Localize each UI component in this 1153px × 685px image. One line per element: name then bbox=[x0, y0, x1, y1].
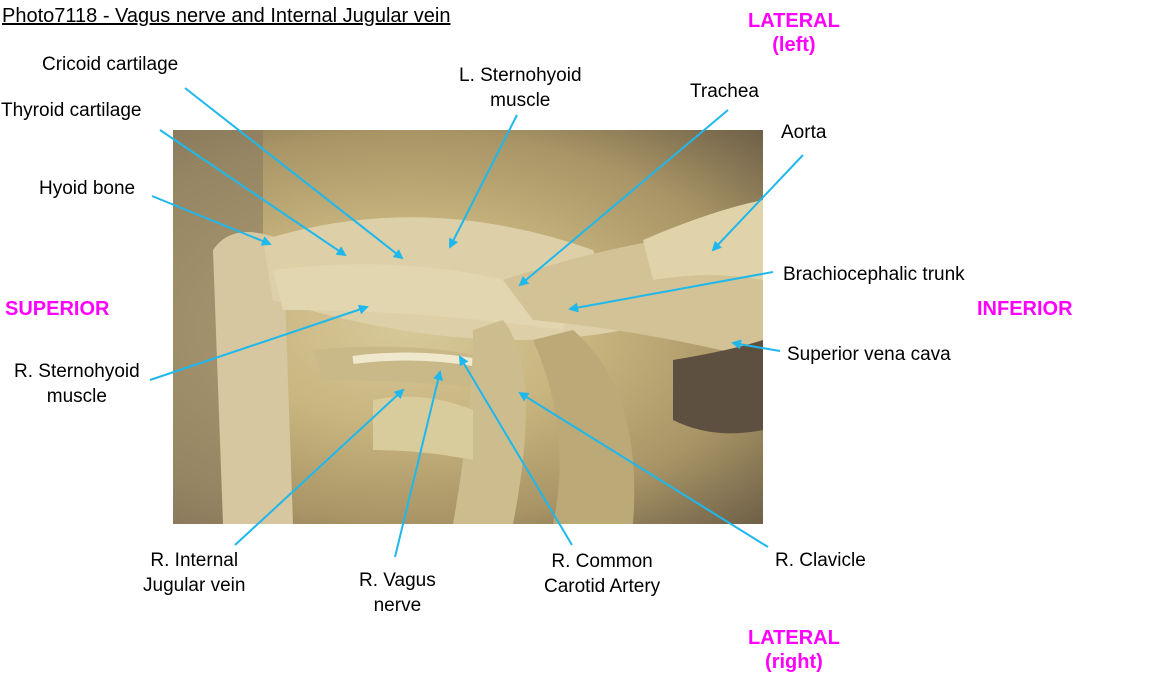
label-line: Jugular vein bbox=[143, 575, 246, 596]
direction-text: LATERAL bbox=[748, 10, 840, 32]
label-superior-vena-cava: Superior vena cava bbox=[787, 344, 951, 365]
direction-text: LATERAL bbox=[748, 627, 840, 649]
label-line: R. Common bbox=[551, 551, 653, 572]
leader-thyroid bbox=[159, 129, 347, 257]
direction-inferior: INFERIOR bbox=[977, 298, 1073, 320]
dissection-photo bbox=[173, 130, 763, 524]
direction-text: (right) bbox=[765, 651, 823, 673]
direction-superior: SUPERIOR bbox=[5, 298, 110, 320]
label-l-sternohyoid: L. Sternohyoid muscle bbox=[459, 63, 582, 113]
label-line: R. Vagus bbox=[359, 570, 436, 591]
leader-brachiocephalic bbox=[568, 271, 774, 313]
leader-trachea bbox=[518, 109, 729, 287]
label-r-sternohyoid: R. Sternohyoid muscle bbox=[14, 359, 140, 409]
leader-r-vagus bbox=[394, 370, 443, 558]
label-line: muscle bbox=[490, 90, 551, 111]
direction-lateral-right: LATERAL (right) bbox=[748, 626, 840, 674]
label-hyoid-bone: Hyoid bone bbox=[39, 178, 136, 199]
leader-cricoid bbox=[184, 87, 404, 260]
label-aorta: Aorta bbox=[781, 122, 827, 143]
leader-l-sternohyoid bbox=[449, 114, 518, 249]
label-r-clavicle: R. Clavicle bbox=[775, 550, 866, 571]
photo-shapes bbox=[173, 130, 763, 524]
label-line: R. Sternohyoid bbox=[14, 361, 140, 382]
label-trachea: Trachea bbox=[690, 81, 759, 102]
label-thyroid-cartilage: Thyroid cartilage bbox=[1, 100, 142, 121]
label-line: muscle bbox=[46, 386, 107, 407]
label-brachiocephalic-trunk: Brachiocephalic trunk bbox=[783, 264, 965, 285]
leader-r-cca bbox=[458, 355, 573, 546]
leader-aorta bbox=[711, 154, 804, 252]
label-cricoid-cartilage: Cricoid cartilage bbox=[42, 54, 179, 75]
label-line: L. Sternohyoid bbox=[459, 65, 582, 86]
label-line: R. Internal bbox=[150, 550, 239, 571]
leader-r-ijv bbox=[234, 388, 405, 546]
figure-title: Photo7118 - Vagus nerve and Internal Jug… bbox=[2, 5, 451, 27]
direction-text: (left) bbox=[772, 34, 816, 56]
leader-hyoid bbox=[151, 195, 272, 246]
leader-r-sternohyoid bbox=[149, 304, 369, 381]
label-r-vagus-nerve: R. Vagus nerve bbox=[359, 568, 436, 618]
label-line: Carotid Artery bbox=[544, 576, 661, 597]
label-r-common-carotid-artery: R. Common Carotid Artery bbox=[544, 549, 660, 599]
direction-lateral-left: LATERAL (left) bbox=[748, 9, 840, 57]
label-r-internal-jugular-vein: R. Internal Jugular vein bbox=[143, 548, 245, 598]
leader-r-clavicle bbox=[518, 391, 769, 548]
leader-svc bbox=[731, 339, 781, 352]
label-line: nerve bbox=[373, 595, 422, 616]
